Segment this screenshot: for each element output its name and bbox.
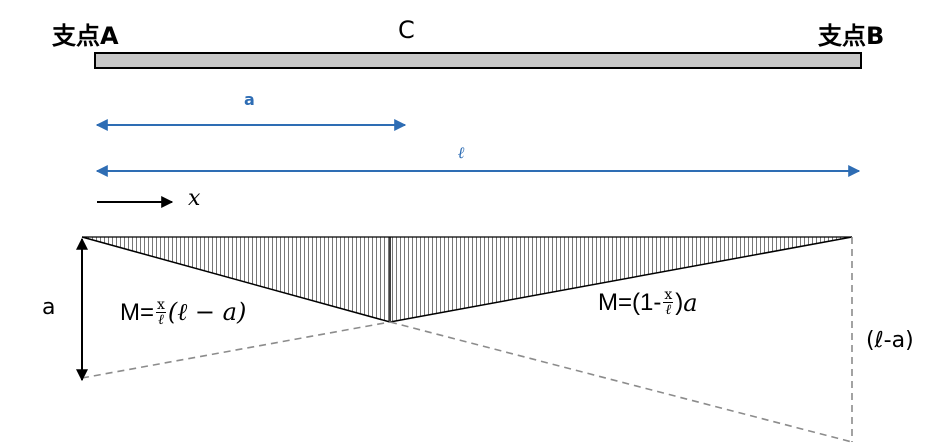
moment-line-left	[81, 236, 391, 323]
label-dimension-a: a	[244, 90, 255, 109]
formula-right-fraction: x ℓ	[663, 287, 674, 318]
label-height-a: a	[42, 295, 56, 320]
formula-right-frac-num: x	[663, 287, 674, 303]
formula-left-frac-den: ℓ	[158, 312, 164, 328]
formula-left-suffix: (ℓ − a)	[167, 298, 247, 326]
label-support-b: 支点B	[818, 22, 885, 50]
formula-right-suffix-paren: )	[675, 288, 684, 316]
formula-left-prefix: M=	[120, 298, 155, 326]
formula-right-frac-den: ℓ	[665, 302, 672, 318]
formula-right-suffix-var: a	[683, 288, 698, 317]
beam	[94, 52, 862, 69]
label-support-a: 支点A	[52, 22, 119, 50]
formula-right-prefix: M=(1-	[598, 288, 662, 316]
formula-left: M= x ℓ (ℓ − a)	[120, 298, 246, 327]
dashed-right-extension	[389, 321, 853, 443]
formula-left-frac-num: x	[156, 297, 166, 313]
moment-line-right	[389, 236, 853, 323]
label-height-l-minus-a: (ℓ-a)	[866, 328, 914, 353]
formula-right: M=(1- x ℓ ) a	[598, 288, 698, 317]
dashed-left-extension	[81, 321, 391, 379]
label-x: x	[188, 186, 201, 211]
label-dimension-l: ℓ	[458, 143, 465, 162]
formula-left-fraction: x ℓ	[156, 298, 166, 327]
label-point-c: C	[398, 16, 415, 44]
